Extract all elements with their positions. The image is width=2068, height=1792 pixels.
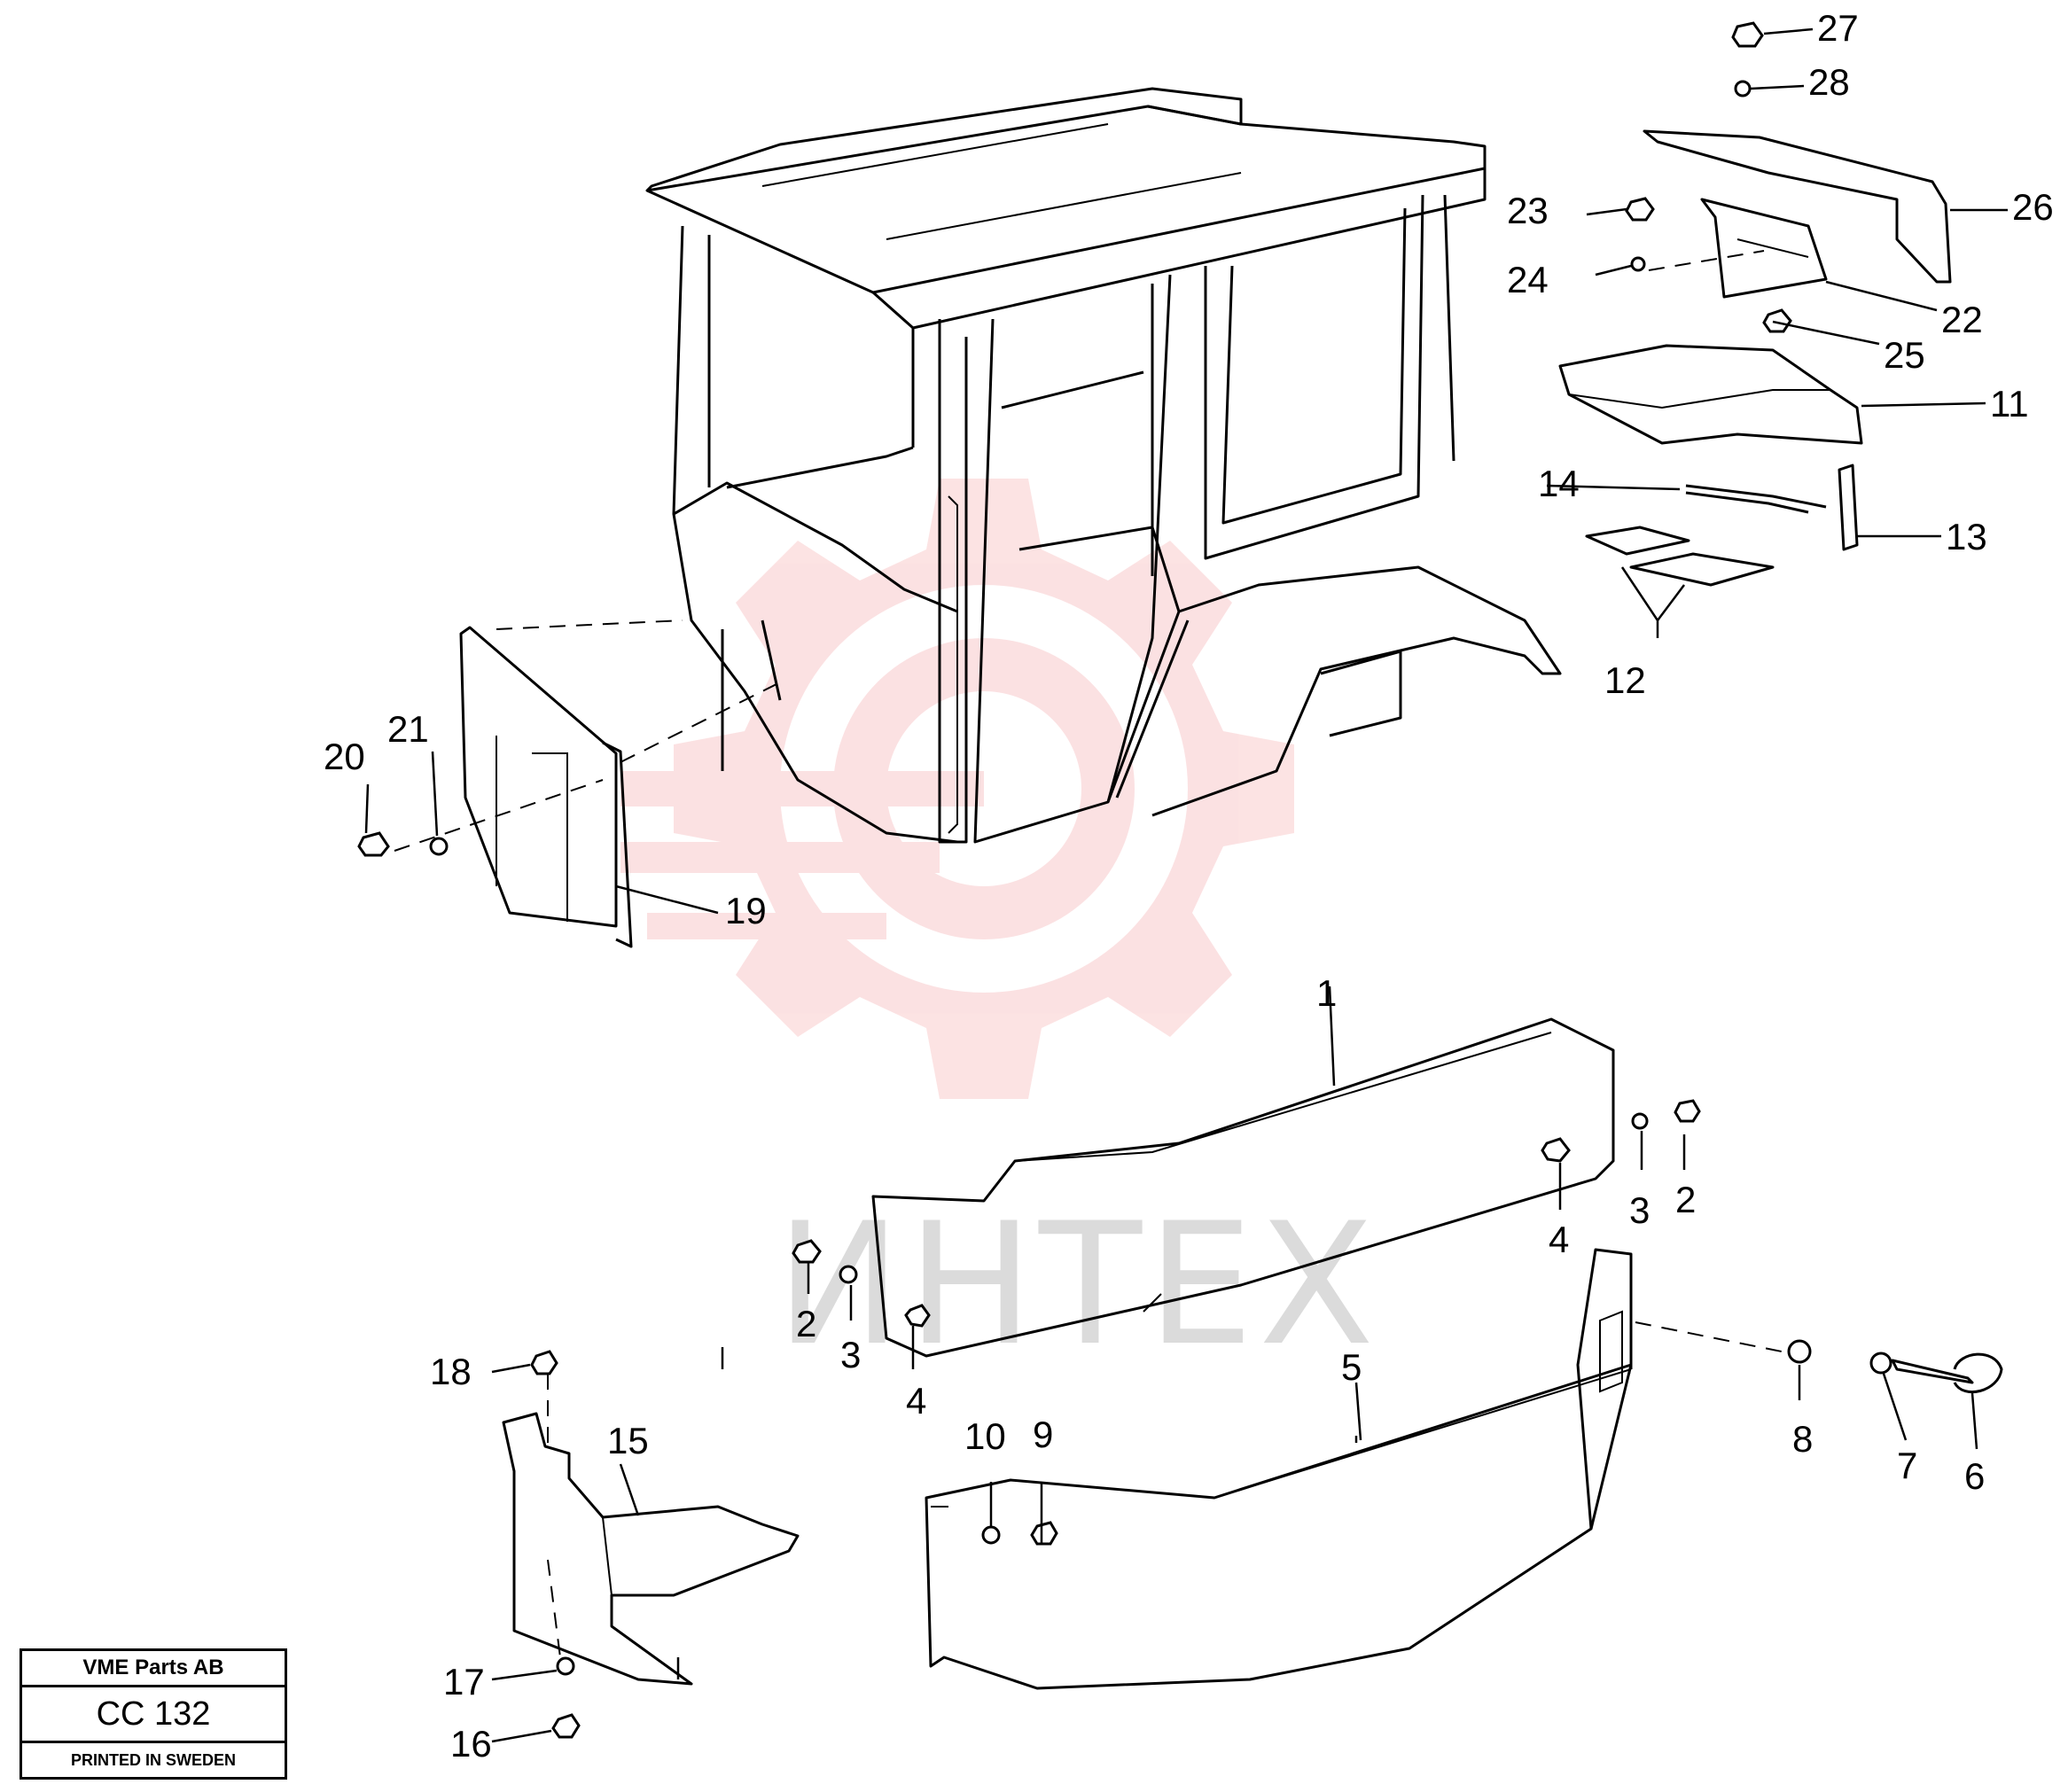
callout-25: 25 <box>1884 334 1925 376</box>
callout-17: 17 <box>443 1661 485 1702</box>
bracket-15 <box>502 1350 800 1739</box>
callout-24: 24 <box>1507 259 1549 300</box>
watermark-text: ИНТЕХ <box>776 1187 1379 1383</box>
callout-2-right: 2 <box>1675 1179 1696 1220</box>
callout-3-right: 3 <box>1629 1189 1650 1231</box>
callout-26: 26 <box>2012 186 2054 228</box>
callout-16: 16 <box>450 1723 492 1765</box>
callout-15: 15 <box>607 1420 649 1461</box>
callout-10: 10 <box>964 1415 1006 1457</box>
callout-3-left: 3 <box>840 1334 861 1375</box>
callout-8: 8 <box>1792 1418 1813 1460</box>
callout-2-left: 2 <box>796 1303 816 1344</box>
callout-numbers: 1 2 3 4 2 3 4 5 6 7 8 9 10 11 12 13 14 1… <box>324 7 2054 1765</box>
leader-lines <box>364 27 2008 1743</box>
callout-13: 13 <box>1946 516 1987 557</box>
callout-14: 14 <box>1538 463 1580 504</box>
callout-4-right: 4 <box>1549 1219 1569 1260</box>
company-name: VME Parts AB <box>22 1651 285 1687</box>
title-block: VME Parts AB CC 132 PRINTED IN SWEDEN <box>20 1648 287 1780</box>
bracket-assembly-22-26 <box>1625 21 1952 333</box>
callout-22: 22 <box>1941 299 1983 340</box>
printed-note: PRINTED IN SWEDEN <box>70 1751 236 1769</box>
callout-20: 20 <box>324 736 365 777</box>
callout-6: 6 <box>1964 1455 1985 1497</box>
callout-11: 11 <box>1990 383 2029 425</box>
callout-27: 27 <box>1817 7 1859 49</box>
callout-9: 9 <box>1033 1414 1053 1455</box>
callout-19: 19 <box>725 890 767 931</box>
long-panel-5 <box>925 1248 2003 1690</box>
watermark-gear-logo <box>620 479 1294 1099</box>
callout-28: 28 <box>1808 61 1850 103</box>
callout-5: 5 <box>1341 1346 1362 1388</box>
cover-assembly-11-14 <box>1558 344 1863 587</box>
cab-frame <box>496 87 1562 844</box>
callout-1: 1 <box>1316 972 1337 1014</box>
callout-12: 12 <box>1604 659 1646 701</box>
callout-4-left: 4 <box>906 1380 926 1422</box>
long-panel-1 <box>792 1017 1701 1358</box>
callout-7: 7 <box>1897 1445 1917 1486</box>
callout-18: 18 <box>430 1351 472 1392</box>
drawing-code: CC 132 <box>22 1687 285 1743</box>
side-panel-19 <box>357 626 633 948</box>
callout-21: 21 <box>387 708 429 750</box>
callout-23: 23 <box>1507 190 1549 231</box>
